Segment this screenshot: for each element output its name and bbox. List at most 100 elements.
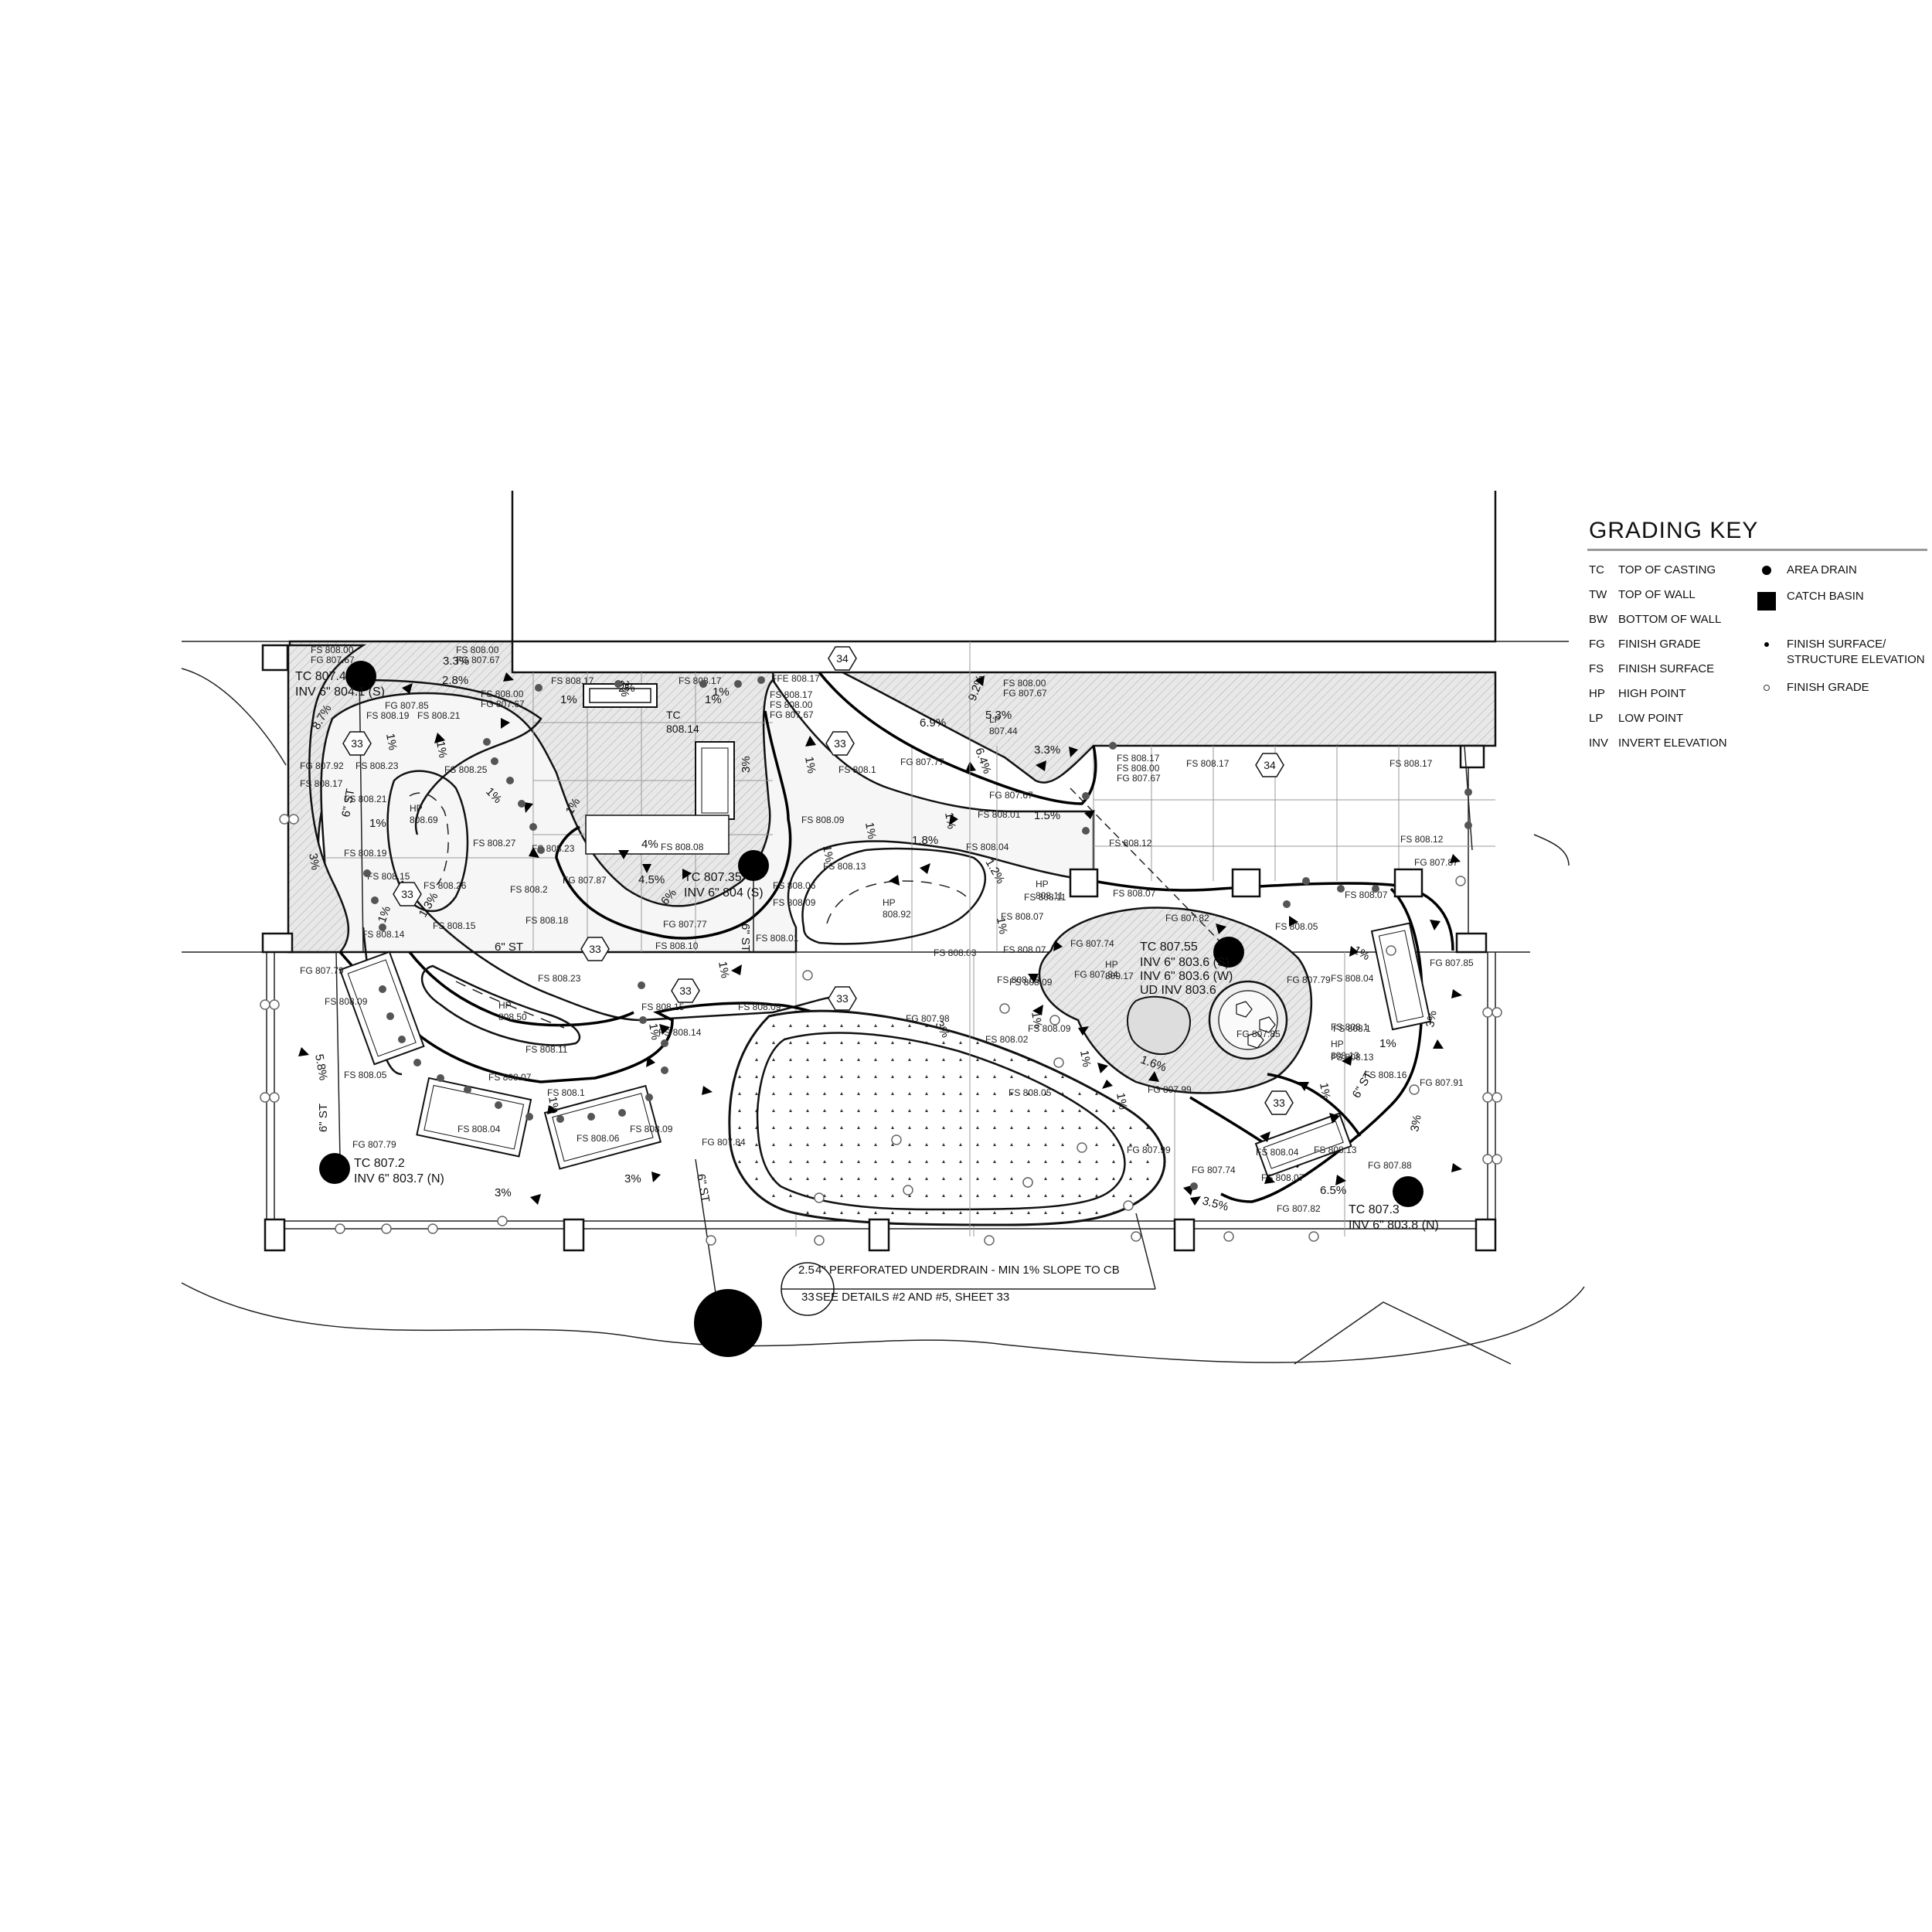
svg-text:FS 808.04: FS 808.04 — [1331, 973, 1374, 984]
svg-text:FS 808.17: FS 808.17 — [1117, 753, 1160, 764]
svg-text:6" ST: 6" ST — [495, 940, 523, 954]
svg-text:FS 808.19: FS 808.19 — [366, 710, 410, 721]
svg-text:FS 808.03: FS 808.03 — [934, 947, 977, 958]
svg-text:808.50: 808.50 — [498, 1012, 527, 1022]
svg-text:FG 807.67: FG 807.67 — [456, 655, 500, 665]
svg-text:FS 808.07: FS 808.07 — [488, 1072, 532, 1083]
svg-text:FG 807.84: FG 807.84 — [1074, 969, 1118, 980]
svg-text:FS 808.01: FS 808.01 — [978, 809, 1021, 820]
svg-text:3%: 3% — [495, 1186, 512, 1199]
grading-key-rule — [1587, 549, 1927, 551]
svg-text:FS 808.00: FS 808.00 — [456, 645, 499, 655]
area-drain-icon — [345, 661, 376, 692]
note-line-1: 4" PERFORATED UNDERDRAIN - MIN 1% SLOPE … — [815, 1264, 1120, 1277]
svg-text:5.8%: 5.8% — [312, 1053, 330, 1082]
svg-text:FG 807.67: FG 807.67 — [989, 790, 1033, 801]
svg-text:HP: HP — [883, 897, 896, 908]
svg-text:FG 807.74: FG 807.74 — [1192, 1165, 1236, 1175]
svg-text:FG 807.99: FG 807.99 — [1148, 1084, 1192, 1095]
detail-tags: 33 33 33 33 33 33 33 34 34 — [342, 646, 1294, 1115]
svg-text:FG 807.82: FG 807.82 — [1165, 913, 1209, 923]
svg-text:33: 33 — [401, 888, 413, 900]
svg-text:FG 807.88: FG 807.88 — [1368, 1160, 1412, 1171]
svg-text:FG 807.67: FG 807.67 — [1003, 688, 1047, 699]
area-drain-icon — [1393, 1176, 1423, 1207]
svg-text:1%: 1% — [713, 685, 730, 699]
point-labels: HP 808.69 HP 808.50 HP 808.92 HP 808.11 … — [410, 714, 1359, 1061]
svg-text:FS 808.11: FS 808.11 — [1024, 892, 1066, 903]
svg-text:TC 807.3: TC 807.3 — [1349, 1203, 1400, 1216]
svg-text:1%: 1% — [646, 1022, 662, 1041]
catch-basin-icon — [1757, 592, 1776, 611]
svg-text:FS 808.00: FS 808.00 — [770, 699, 813, 710]
svg-text:FS 808.17: FS 808.17 — [1186, 758, 1230, 769]
svg-text:FS 808.04: FS 808.04 — [457, 1124, 501, 1134]
svg-text:3%: 3% — [306, 852, 322, 871]
finish-grade-circles — [260, 814, 1502, 1246]
svg-text:33: 33 — [351, 737, 363, 750]
svg-text:808.13: 808.13 — [1331, 1050, 1359, 1061]
svg-text:FS 808.18: FS 808.18 — [526, 915, 569, 926]
svg-text:INV 6" 803.7 (N): INV 6" 803.7 (N) — [354, 1172, 444, 1185]
svg-text:FS 808.10: FS 808.10 — [655, 940, 699, 951]
svg-text:FS 808.09: FS 808.09 — [738, 1002, 781, 1012]
svg-text:FG 807.67: FG 807.67 — [311, 655, 355, 665]
svg-text:808.69: 808.69 — [410, 815, 438, 825]
structure-labels: TC 807.4 INV 6" 804.1 (S) TC 807.35 INV … — [295, 670, 1439, 1232]
svg-text:FG 807.79: FG 807.79 — [1287, 975, 1331, 985]
svg-text:1%: 1% — [802, 756, 818, 774]
area-drain-icon — [319, 1153, 350, 1184]
svg-text:FS 808.27: FS 808.27 — [473, 838, 516, 849]
svg-text:FS 808.15: FS 808.15 — [641, 1002, 685, 1012]
svg-text:6.5%: 6.5% — [1320, 1184, 1346, 1197]
svg-text:HP: HP — [1036, 879, 1049, 889]
svg-text:FS 808.09: FS 808.09 — [325, 996, 368, 1007]
svg-text:33: 33 — [679, 985, 692, 997]
svg-text:1%: 1% — [716, 961, 732, 979]
svg-text:FS 808.08: FS 808.08 — [661, 842, 704, 852]
svg-text:FS 808.07: FS 808.07 — [1345, 889, 1388, 900]
hp-mounds — [386, 770, 987, 1046]
svg-text:FS 808.05: FS 808.05 — [1009, 1087, 1052, 1098]
svg-text:FG 807.99: FG 807.99 — [1127, 1145, 1171, 1155]
svg-text:808.92: 808.92 — [883, 909, 911, 920]
svg-text:INV 6" 803.8 (N): INV 6" 803.8 (N) — [1349, 1219, 1439, 1232]
finish-surface-dots — [363, 676, 1472, 1190]
area-drain-icon — [1762, 566, 1771, 575]
svg-text:6" ST: 6" ST — [317, 1104, 330, 1132]
svg-text:FS 808.06: FS 808.06 — [773, 880, 816, 891]
svg-text:FS 808.00: FS 808.00 — [481, 689, 524, 699]
svg-text:TC: TC — [666, 709, 681, 721]
svg-text:FS 808.25: FS 808.25 — [444, 764, 488, 775]
svg-text:FS 808.09: FS 808.09 — [1009, 977, 1053, 988]
svg-text:1.8%: 1.8% — [912, 834, 938, 847]
svg-text:2.8%: 2.8% — [442, 674, 468, 687]
svg-text:3%: 3% — [1423, 1009, 1440, 1028]
svg-text:FS 808.09: FS 808.09 — [997, 975, 1040, 985]
column-pads — [261, 644, 1497, 1252]
spot-labels: FS 808.00 FG 807.67 FS 808.00 FG 807.67 … — [300, 645, 1474, 1214]
svg-text:LP: LP — [989, 714, 1001, 725]
svg-text:FS 808.26: FS 808.26 — [423, 880, 467, 891]
svg-text:FS 808.02: FS 808.02 — [985, 1034, 1029, 1045]
svg-text:6.9%: 6.9% — [920, 716, 946, 730]
svg-text:HP: HP — [1331, 1039, 1344, 1049]
svg-text:4.5%: 4.5% — [638, 873, 665, 886]
svg-text:5.3%: 5.3% — [985, 709, 1012, 722]
svg-text:6" ST: 6" ST — [1350, 1069, 1376, 1100]
svg-text:FG 807.87: FG 807.87 — [1414, 857, 1458, 868]
svg-text:FS 808.04: FS 808.04 — [1256, 1147, 1299, 1158]
svg-text:1%: 1% — [820, 845, 836, 863]
svg-text:FS 808.00: FS 808.00 — [1003, 678, 1046, 689]
area-drain-icon — [1213, 937, 1244, 968]
svg-text:FS 808.06: FS 808.06 — [577, 1133, 620, 1144]
svg-text:FS 808.11: FS 808.11 — [526, 1044, 568, 1055]
svg-text:FG 807.84: FG 807.84 — [702, 1137, 746, 1148]
svg-text:3%: 3% — [624, 1172, 641, 1185]
grading-key: GRADING KEY TC TOP OF CASTING TW TOP OF … — [1584, 518, 1932, 765]
svg-text:HP: HP — [410, 803, 423, 814]
svg-text:808.11: 808.11 — [1036, 890, 1063, 901]
svg-text:FG 807.82: FG 807.82 — [1277, 1203, 1321, 1214]
svg-text:FS 808.17: FS 808.17 — [770, 689, 813, 700]
svg-text:FS 808.1: FS 808.1 — [1333, 1023, 1371, 1034]
